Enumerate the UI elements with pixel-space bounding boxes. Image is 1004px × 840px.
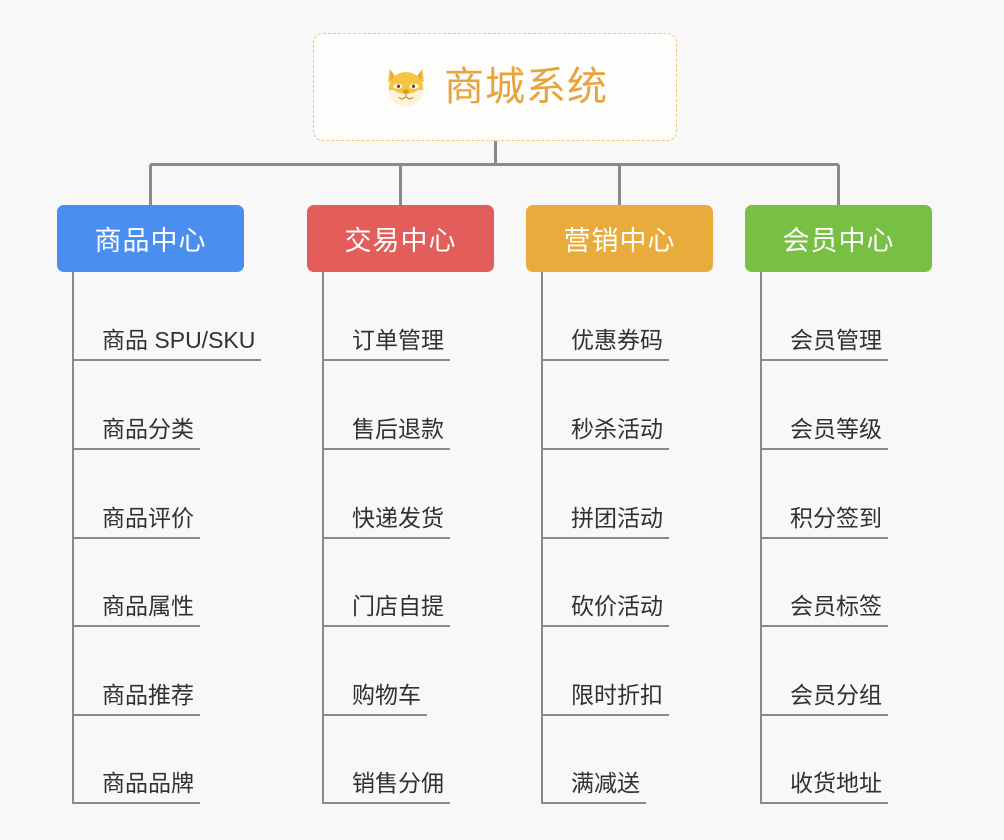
leaf-item-label: 商品品牌 — [72, 770, 200, 804]
leaf-item-label: 会员等级 — [760, 416, 888, 450]
leaf-item[interactable]: 商品 SPU/SKU — [72, 272, 262, 361]
leaf-item[interactable]: 门店自提 — [322, 538, 450, 627]
leaf-item-label: 秒杀活动 — [541, 416, 669, 450]
leaf-item-label: 商品评价 — [72, 505, 200, 539]
leaf-item-label: 商品属性 — [72, 593, 200, 627]
leaf-item-label: 积分签到 — [760, 505, 888, 539]
leaf-item-label: 会员分组 — [760, 682, 888, 716]
shiba-dog-emoji — [382, 63, 430, 111]
leaf-item[interactable]: 会员分组 — [760, 627, 888, 716]
leaf-item-label: 购物车 — [322, 682, 427, 716]
leaf-item[interactable]: 商品分类 — [72, 361, 200, 450]
leaf-item[interactable]: 商品推荐 — [72, 627, 200, 716]
category-label: 商品中心 — [94, 226, 207, 256]
leaf-item-label: 收货地址 — [760, 770, 888, 804]
root-title: 商城系统 — [444, 65, 608, 109]
leaf-item[interactable]: 会员管理 — [760, 272, 888, 361]
leaf-item-label: 门店自提 — [322, 593, 450, 627]
leaf-item[interactable]: 优惠券码 — [541, 272, 669, 361]
leaf-item-label: 拼团活动 — [541, 505, 669, 539]
leaf-item[interactable]: 秒杀活动 — [541, 361, 669, 450]
leaf-item-label: 砍价活动 — [541, 593, 669, 627]
leaf-item[interactable]: 商品品牌 — [72, 715, 200, 804]
leaf-item[interactable]: 会员等级 — [760, 361, 888, 450]
leaf-item[interactable]: 销售分佣 — [322, 715, 450, 804]
leaf-item[interactable]: 商品属性 — [72, 538, 200, 627]
leaf-item-label: 满减送 — [541, 770, 646, 804]
leaf-item-label: 销售分佣 — [322, 770, 450, 804]
leaf-item-label: 商品 SPU/SKU — [72, 327, 262, 361]
leaf-item[interactable]: 满减送 — [541, 715, 646, 804]
leaf-item-label: 快递发货 — [322, 505, 450, 539]
category-label: 会员中心 — [782, 226, 895, 256]
leaf-item[interactable]: 售后退款 — [322, 361, 450, 450]
leaf-item[interactable]: 拼团活动 — [541, 450, 669, 539]
leaf-item[interactable]: 商品评价 — [72, 450, 200, 539]
leaf-item[interactable]: 快递发货 — [322, 450, 450, 539]
leaf-item-label: 售后退款 — [322, 416, 450, 450]
leaf-item[interactable]: 订单管理 — [322, 272, 450, 361]
leaf-item[interactable]: 收货地址 — [760, 715, 888, 804]
category-label: 交易中心 — [344, 226, 457, 256]
leaf-item[interactable]: 会员标签 — [760, 538, 888, 627]
leaf-item-label: 订单管理 — [322, 327, 450, 361]
leaf-item-label: 会员管理 — [760, 327, 888, 361]
category-label: 营销中心 — [563, 226, 676, 256]
leaf-item[interactable]: 砍价活动 — [541, 538, 669, 627]
root-node[interactable]: 商城系统 — [313, 33, 677, 141]
category-box-product-center[interactable]: 商品中心 — [57, 205, 244, 272]
leaf-item[interactable]: 积分签到 — [760, 450, 888, 539]
category-box-trade-center[interactable]: 交易中心 — [307, 205, 494, 272]
category-box-marketing-center[interactable]: 营销中心 — [526, 205, 713, 272]
leaf-item-label: 优惠券码 — [541, 327, 669, 361]
leaf-item[interactable]: 购物车 — [322, 627, 427, 716]
leaf-item-label: 会员标签 — [760, 593, 888, 627]
leaf-item-label: 商品推荐 — [72, 682, 200, 716]
leaf-item-label: 商品分类 — [72, 416, 200, 450]
leaf-item[interactable]: 限时折扣 — [541, 627, 669, 716]
leaf-item-label: 限时折扣 — [541, 682, 669, 716]
category-box-member-center[interactable]: 会员中心 — [745, 205, 932, 272]
